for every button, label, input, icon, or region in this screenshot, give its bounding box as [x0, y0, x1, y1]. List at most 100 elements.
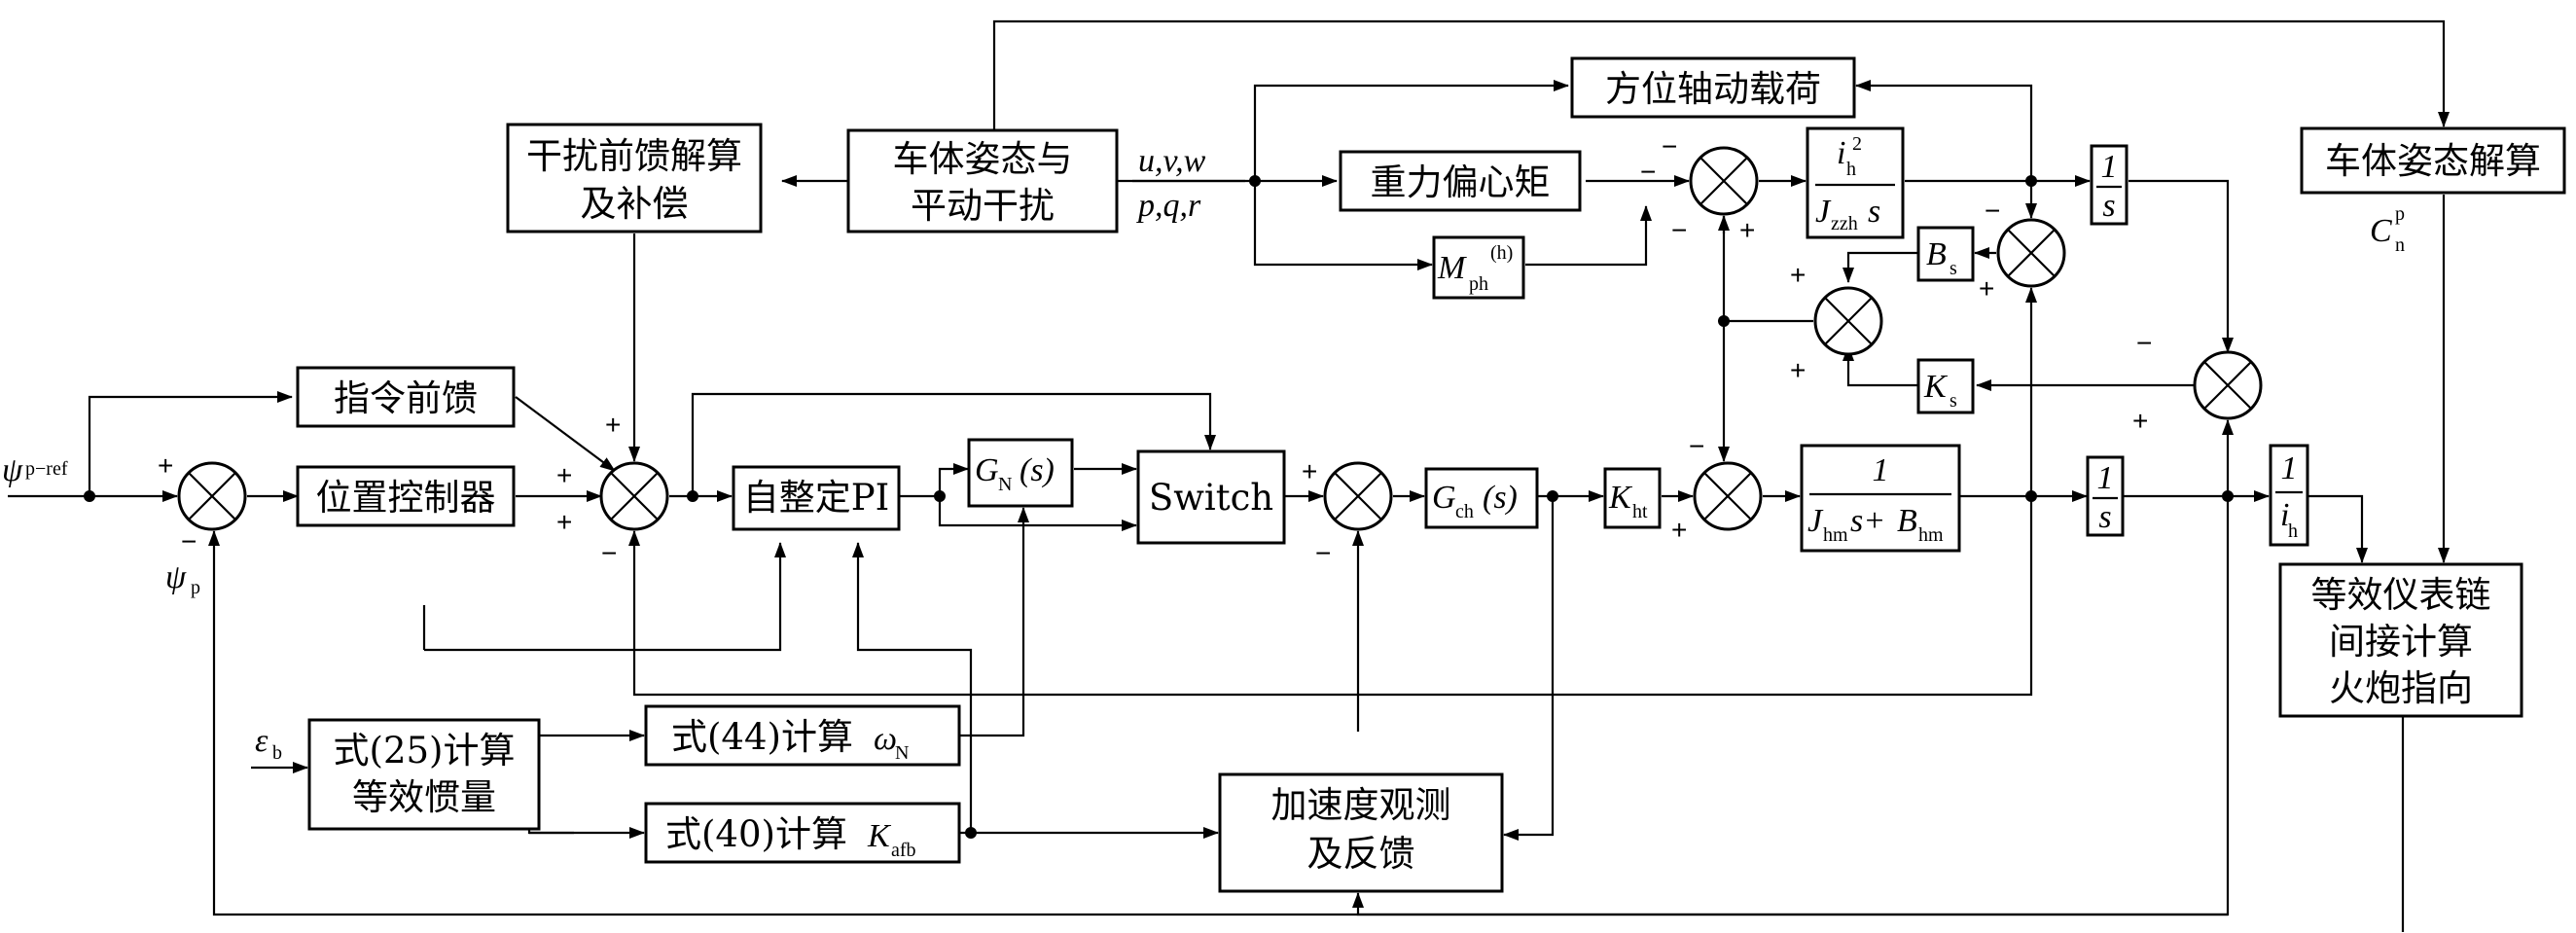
svg-text:式(44)计算: 式(44)计算	[671, 716, 853, 758]
svg-text:i: i	[1837, 135, 1845, 171]
svg-text:s: s	[2102, 188, 2115, 224]
svg-text:(s): (s)	[1020, 452, 1055, 488]
svg-text:K: K	[1608, 480, 1633, 516]
block-switch: Switch	[1136, 449, 1286, 545]
block-integrator-main: 1 s	[2086, 455, 2125, 537]
svg-text:(h): (h)	[1490, 242, 1513, 264]
block-equiv-chain: 等效仪表链 间接计算 火炮指向	[2278, 562, 2523, 718]
block-kht: K ht	[1603, 467, 1662, 529]
svg-text:+: +	[1671, 515, 1687, 545]
svg-text:1: 1	[2101, 149, 2118, 185]
svg-text:式(40)计算: 式(40)计算	[665, 813, 847, 855]
svg-text:重力偏心矩: 重力偏心矩	[1371, 161, 1551, 203]
svg-text:G: G	[1432, 480, 1456, 516]
block-self-tuning-pi: 自整定PI	[732, 465, 901, 531]
svg-text:−: −	[1315, 538, 1331, 568]
svg-text:−: −	[1640, 157, 1656, 187]
summing-junctions	[177, 146, 2263, 531]
svg-text:火炮指向: 火炮指向	[2329, 667, 2473, 709]
svg-text:h: h	[2288, 520, 2298, 542]
svg-text:+: +	[556, 507, 572, 537]
junction-dots	[84, 175, 2234, 839]
svg-text:自整定PI: 自整定PI	[743, 477, 890, 519]
uvw-pqr-label: u,v,w p,q,r	[1132, 143, 1245, 224]
svg-text:ph: ph	[1469, 273, 1488, 295]
block-command-ff: 指令前馈	[296, 366, 516, 428]
svg-text:+: +	[556, 460, 572, 490]
label-psi-p: ψ p	[165, 559, 200, 598]
svg-text:+: +	[1790, 260, 1806, 290]
block-eq40: 式(40)计算 K afb	[644, 802, 961, 864]
svg-text:h: h	[1846, 159, 1856, 180]
svg-text:s: s	[1868, 194, 1880, 230]
svg-text:2: 2	[1852, 133, 1862, 155]
svg-text:+: +	[1302, 456, 1317, 486]
svg-text:加速度观测: 加速度观测	[1271, 784, 1451, 826]
svg-text:s+: s+	[1850, 503, 1885, 539]
svg-text:1: 1	[1873, 452, 1889, 488]
block-ks: K s	[1916, 358, 1975, 414]
svg-text:−: −	[181, 526, 197, 556]
svg-text:i: i	[2280, 497, 2289, 533]
label-eps-b: ε b	[255, 723, 282, 764]
svg-text:p: p	[2395, 203, 2405, 225]
svg-text:+: +	[605, 410, 621, 440]
svg-text:p,q,r: p,q,r	[1136, 188, 1201, 224]
svg-text:J: J	[1807, 503, 1824, 539]
svg-text:等效惯量: 等效惯量	[352, 776, 496, 818]
block-gn: G N (s)	[967, 438, 1074, 508]
svg-text:s: s	[1950, 258, 1957, 279]
signs: + − + + + − + − − + − − − + − + + + − +	[158, 131, 2152, 568]
svg-text:间接计算: 间接计算	[2329, 621, 2473, 663]
block-azimuth-load: 方位轴动载荷	[1570, 56, 1856, 119]
block-position-controller: 位置控制器	[296, 465, 516, 527]
svg-text:G: G	[975, 452, 999, 488]
svg-text:−: −	[1671, 215, 1687, 245]
svg-text:1: 1	[2097, 460, 2114, 496]
svg-text:及补偿: 及补偿	[581, 183, 689, 225]
svg-text:+: +	[1790, 355, 1806, 385]
block-gch: G ch (s)	[1424, 467, 1539, 529]
sum-junction-8	[2193, 350, 2263, 420]
block-ih: 1 i h	[2269, 444, 2309, 547]
sum-junction-3	[1323, 461, 1393, 531]
sum-junction-4	[1693, 461, 1763, 531]
block-eq25: 式(25)计算 等效惯量	[307, 718, 541, 831]
svg-text:u,v,w: u,v,w	[1138, 143, 1206, 179]
svg-text:afb: afb	[891, 840, 916, 861]
svg-text:车体姿态与: 车体姿态与	[893, 138, 1073, 180]
svg-text:n: n	[2395, 234, 2405, 256]
sum-junction-1	[177, 461, 247, 531]
svg-text:hm: hm	[1918, 524, 1944, 546]
svg-text:−: −	[1662, 131, 1677, 161]
svg-text:p−ref: p−ref	[25, 458, 68, 480]
svg-text:zzh: zzh	[1831, 213, 1858, 234]
svg-text:s: s	[2098, 499, 2111, 535]
svg-text:s: s	[1950, 390, 1957, 412]
svg-text:C: C	[2370, 213, 2392, 249]
svg-text:式(25)计算: 式(25)计算	[334, 730, 516, 772]
svg-text:ω: ω	[874, 721, 897, 757]
svg-text:1: 1	[2281, 450, 2298, 486]
svg-text:平动干扰: 平动干扰	[911, 185, 1055, 227]
block-vehicle-attitude-solve: 车体姿态解算	[2300, 126, 2566, 195]
block-gravity-eccentric: 重力偏心矩	[1339, 150, 1582, 212]
svg-text:N: N	[895, 742, 909, 764]
svg-text:+: +	[1739, 215, 1755, 245]
svg-text:J: J	[1815, 194, 1832, 230]
svg-text:ht: ht	[1632, 501, 1648, 522]
svg-text:−: −	[1985, 196, 2000, 226]
svg-text:位置控制器: 位置控制器	[316, 477, 496, 519]
block-bs: B s	[1916, 226, 1975, 282]
svg-text:+: +	[2132, 406, 2148, 436]
svg-text:等效仪表链: 等效仪表链	[2311, 574, 2491, 616]
svg-text:−: −	[2136, 328, 2152, 358]
block-mph: M ph (h)	[1432, 235, 1525, 300]
svg-text:+: +	[158, 450, 173, 481]
block-eq44: 式(44)计算 ω N	[644, 704, 961, 767]
svg-text:hm: hm	[1823, 524, 1848, 546]
svg-text:ψ: ψ	[2, 452, 23, 488]
block-ih2-jzzh: i h 2 J zzh s	[1806, 126, 1905, 239]
svg-text:K: K	[867, 818, 892, 854]
